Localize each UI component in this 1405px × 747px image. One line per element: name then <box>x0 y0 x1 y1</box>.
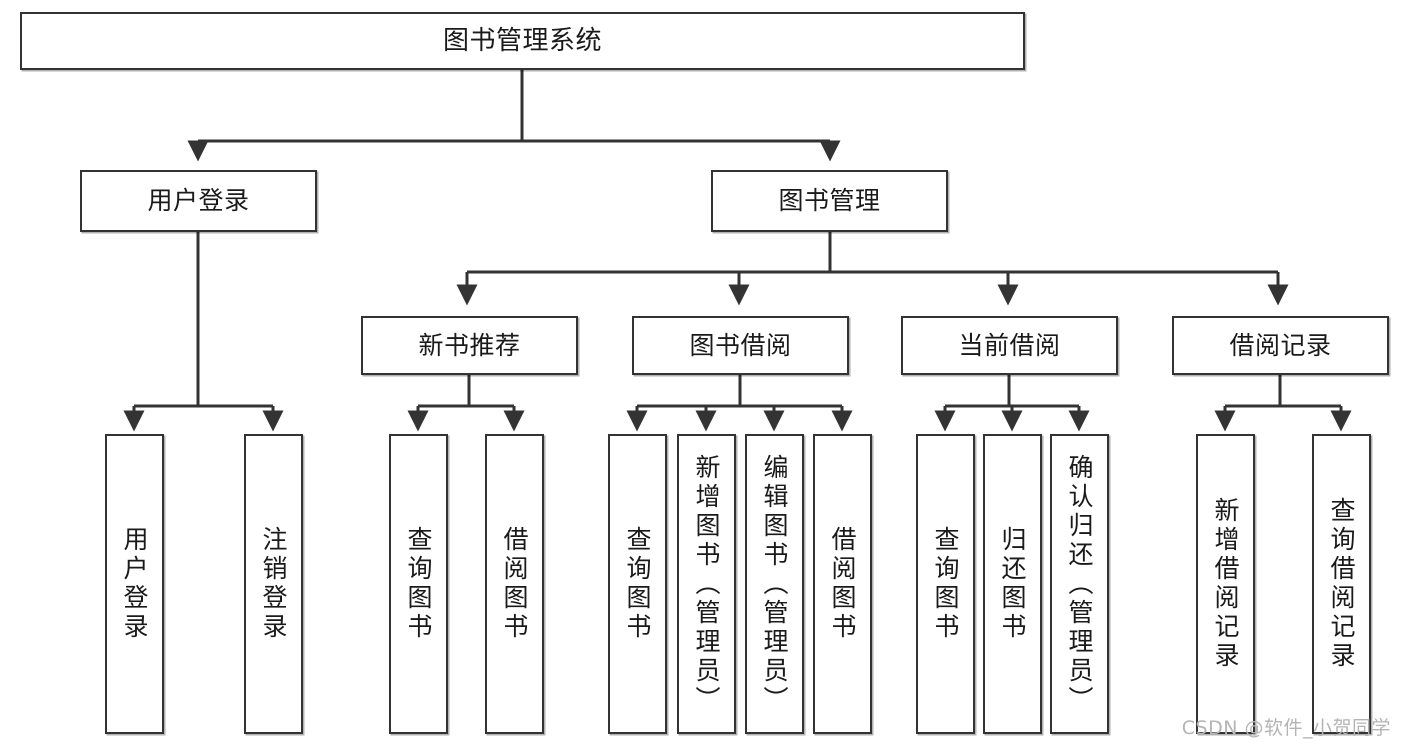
node-book-borrow-label: 图书借阅 <box>689 330 792 360</box>
csdn-watermark: CSDN @软件_小贺同学 <box>1181 717 1391 739</box>
node-leaf-query-record[interactable]: 查询借阅记录 <box>1312 434 1371 734</box>
node-leaf-query-book-3[interactable]: 查询图书 <box>916 434 975 734</box>
node-leaf-logout-login-label: 注销登录 <box>259 526 288 642</box>
node-current-borrow-label: 当前借阅 <box>958 330 1061 360</box>
node-leaf-query-book-2[interactable]: 查询图书 <box>608 434 667 734</box>
node-book-manage-label: 图书管理 <box>778 186 881 216</box>
node-leaf-logout-login[interactable]: 注销登录 <box>244 434 303 734</box>
node-leaf-add-record-label: 新增借阅记录 <box>1211 497 1240 671</box>
node-leaf-return-book-label: 归还图书 <box>998 526 1027 642</box>
node-user-login-label: 用户登录 <box>147 186 250 216</box>
node-new-book-rec[interactable]: 新书推荐 <box>361 316 578 375</box>
node-leaf-query-record-label: 查询借阅记录 <box>1327 497 1356 671</box>
node-leaf-query-book-2-label: 查询图书 <box>623 526 652 642</box>
node-leaf-add-book-label: 新增图书（管理员） <box>692 453 721 715</box>
node-leaf-borrow-book-1-label: 借阅图书 <box>500 526 529 642</box>
node-leaf-borrow-book-1[interactable]: 借阅图书 <box>485 434 544 734</box>
node-root-system-label: 图书管理系统 <box>442 25 602 56</box>
node-leaf-confirm-return[interactable]: 确认归还（管理员） <box>1050 434 1109 734</box>
node-leaf-add-book[interactable]: 新增图书（管理员） <box>677 434 736 734</box>
node-user-login[interactable]: 用户登录 <box>80 170 317 232</box>
node-leaf-query-book-1-label: 查询图书 <box>404 526 433 642</box>
node-book-manage[interactable]: 图书管理 <box>711 170 948 232</box>
node-leaf-edit-book-label: 编辑图书（管理员） <box>760 453 789 715</box>
node-leaf-edit-book[interactable]: 编辑图书（管理员） <box>745 434 804 734</box>
node-current-borrow[interactable]: 当前借阅 <box>901 316 1118 375</box>
node-leaf-return-book[interactable]: 归还图书 <box>983 434 1042 734</box>
node-leaf-user-login[interactable]: 用户登录 <box>105 434 164 734</box>
node-leaf-query-book-3-label: 查询图书 <box>931 526 960 642</box>
node-leaf-user-login-label: 用户登录 <box>120 526 149 642</box>
node-leaf-add-record[interactable]: 新增借阅记录 <box>1196 434 1255 734</box>
node-leaf-confirm-return-label: 确认归还（管理员） <box>1065 453 1094 715</box>
node-leaf-borrow-book-2-label: 借阅图书 <box>828 526 857 642</box>
node-leaf-query-book-1[interactable]: 查询图书 <box>389 434 448 734</box>
node-borrow-record-label: 借阅记录 <box>1229 330 1332 360</box>
node-leaf-borrow-book-2[interactable]: 借阅图书 <box>813 434 872 734</box>
node-book-borrow[interactable]: 图书借阅 <box>632 316 849 375</box>
node-root-system[interactable]: 图书管理系统 <box>20 12 1025 70</box>
node-new-book-rec-label: 新书推荐 <box>418 330 521 360</box>
node-borrow-record[interactable]: 借阅记录 <box>1172 316 1389 375</box>
